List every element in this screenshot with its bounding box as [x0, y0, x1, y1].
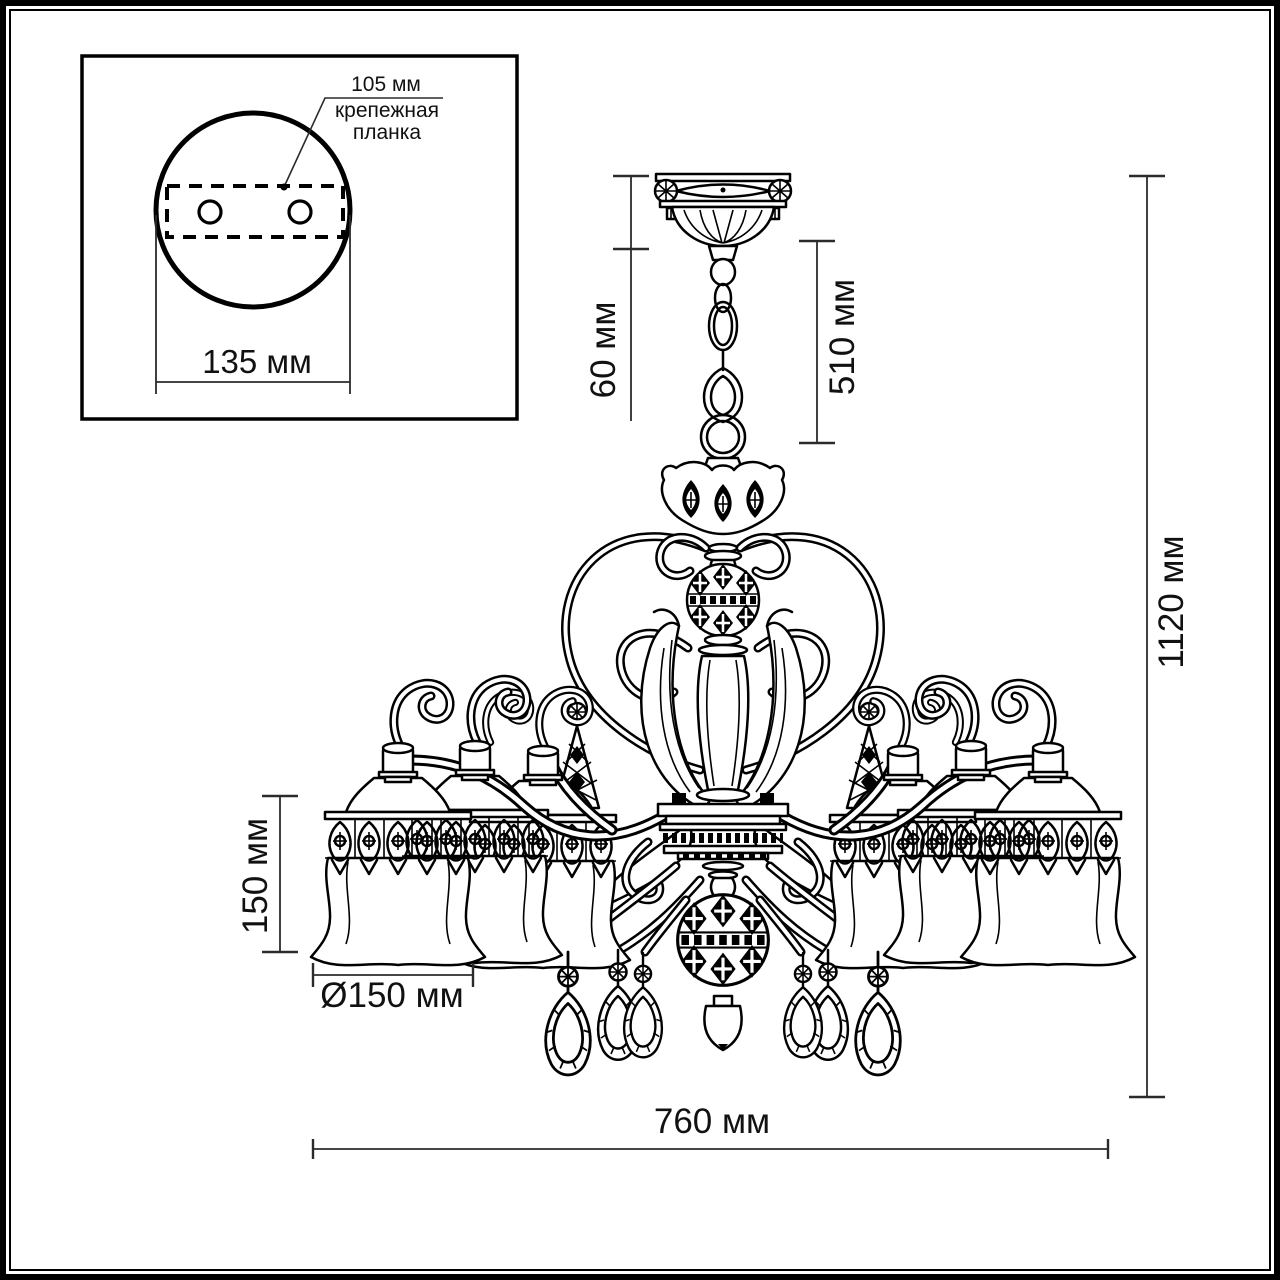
inset-caption: крепежная планка: [335, 100, 439, 144]
dimension-lines: [262, 174, 1165, 1159]
suspension-chain: [699, 257, 747, 474]
dimension-label-total-height: 1120 мм: [1152, 535, 1191, 669]
leader-line: [283, 97, 443, 188]
dimension-label-canopy-height: 60 мм: [584, 301, 623, 399]
inset-hole-spacing-label: 105 мм: [351, 73, 421, 96]
dimension-label-total-width: 760 мм: [653, 1102, 771, 1141]
dimension-label-shade-diameter: Ø150 мм: [320, 976, 464, 1015]
crown-ornament: [660, 460, 786, 536]
chandelier-drawing: [311, 172, 1135, 1075]
mounting-hole-left: [197, 199, 223, 225]
inset-caption-line1: крепежная: [334, 99, 440, 122]
dimension-label-shade-height: 150 мм: [236, 817, 275, 935]
mounting-bar-dashed-outline: [165, 184, 345, 239]
inset-caption-line2: планка: [352, 121, 422, 144]
dimension-label-suspension-length: 510 мм: [823, 278, 862, 396]
inset-plate-width-label: 135 мм: [202, 343, 312, 380]
ceiling-canopy: [653, 172, 793, 262]
mounting-hole-right: [287, 199, 313, 225]
central-column: [656, 542, 790, 1052]
mounting-plate-inset: [80, 54, 519, 421]
